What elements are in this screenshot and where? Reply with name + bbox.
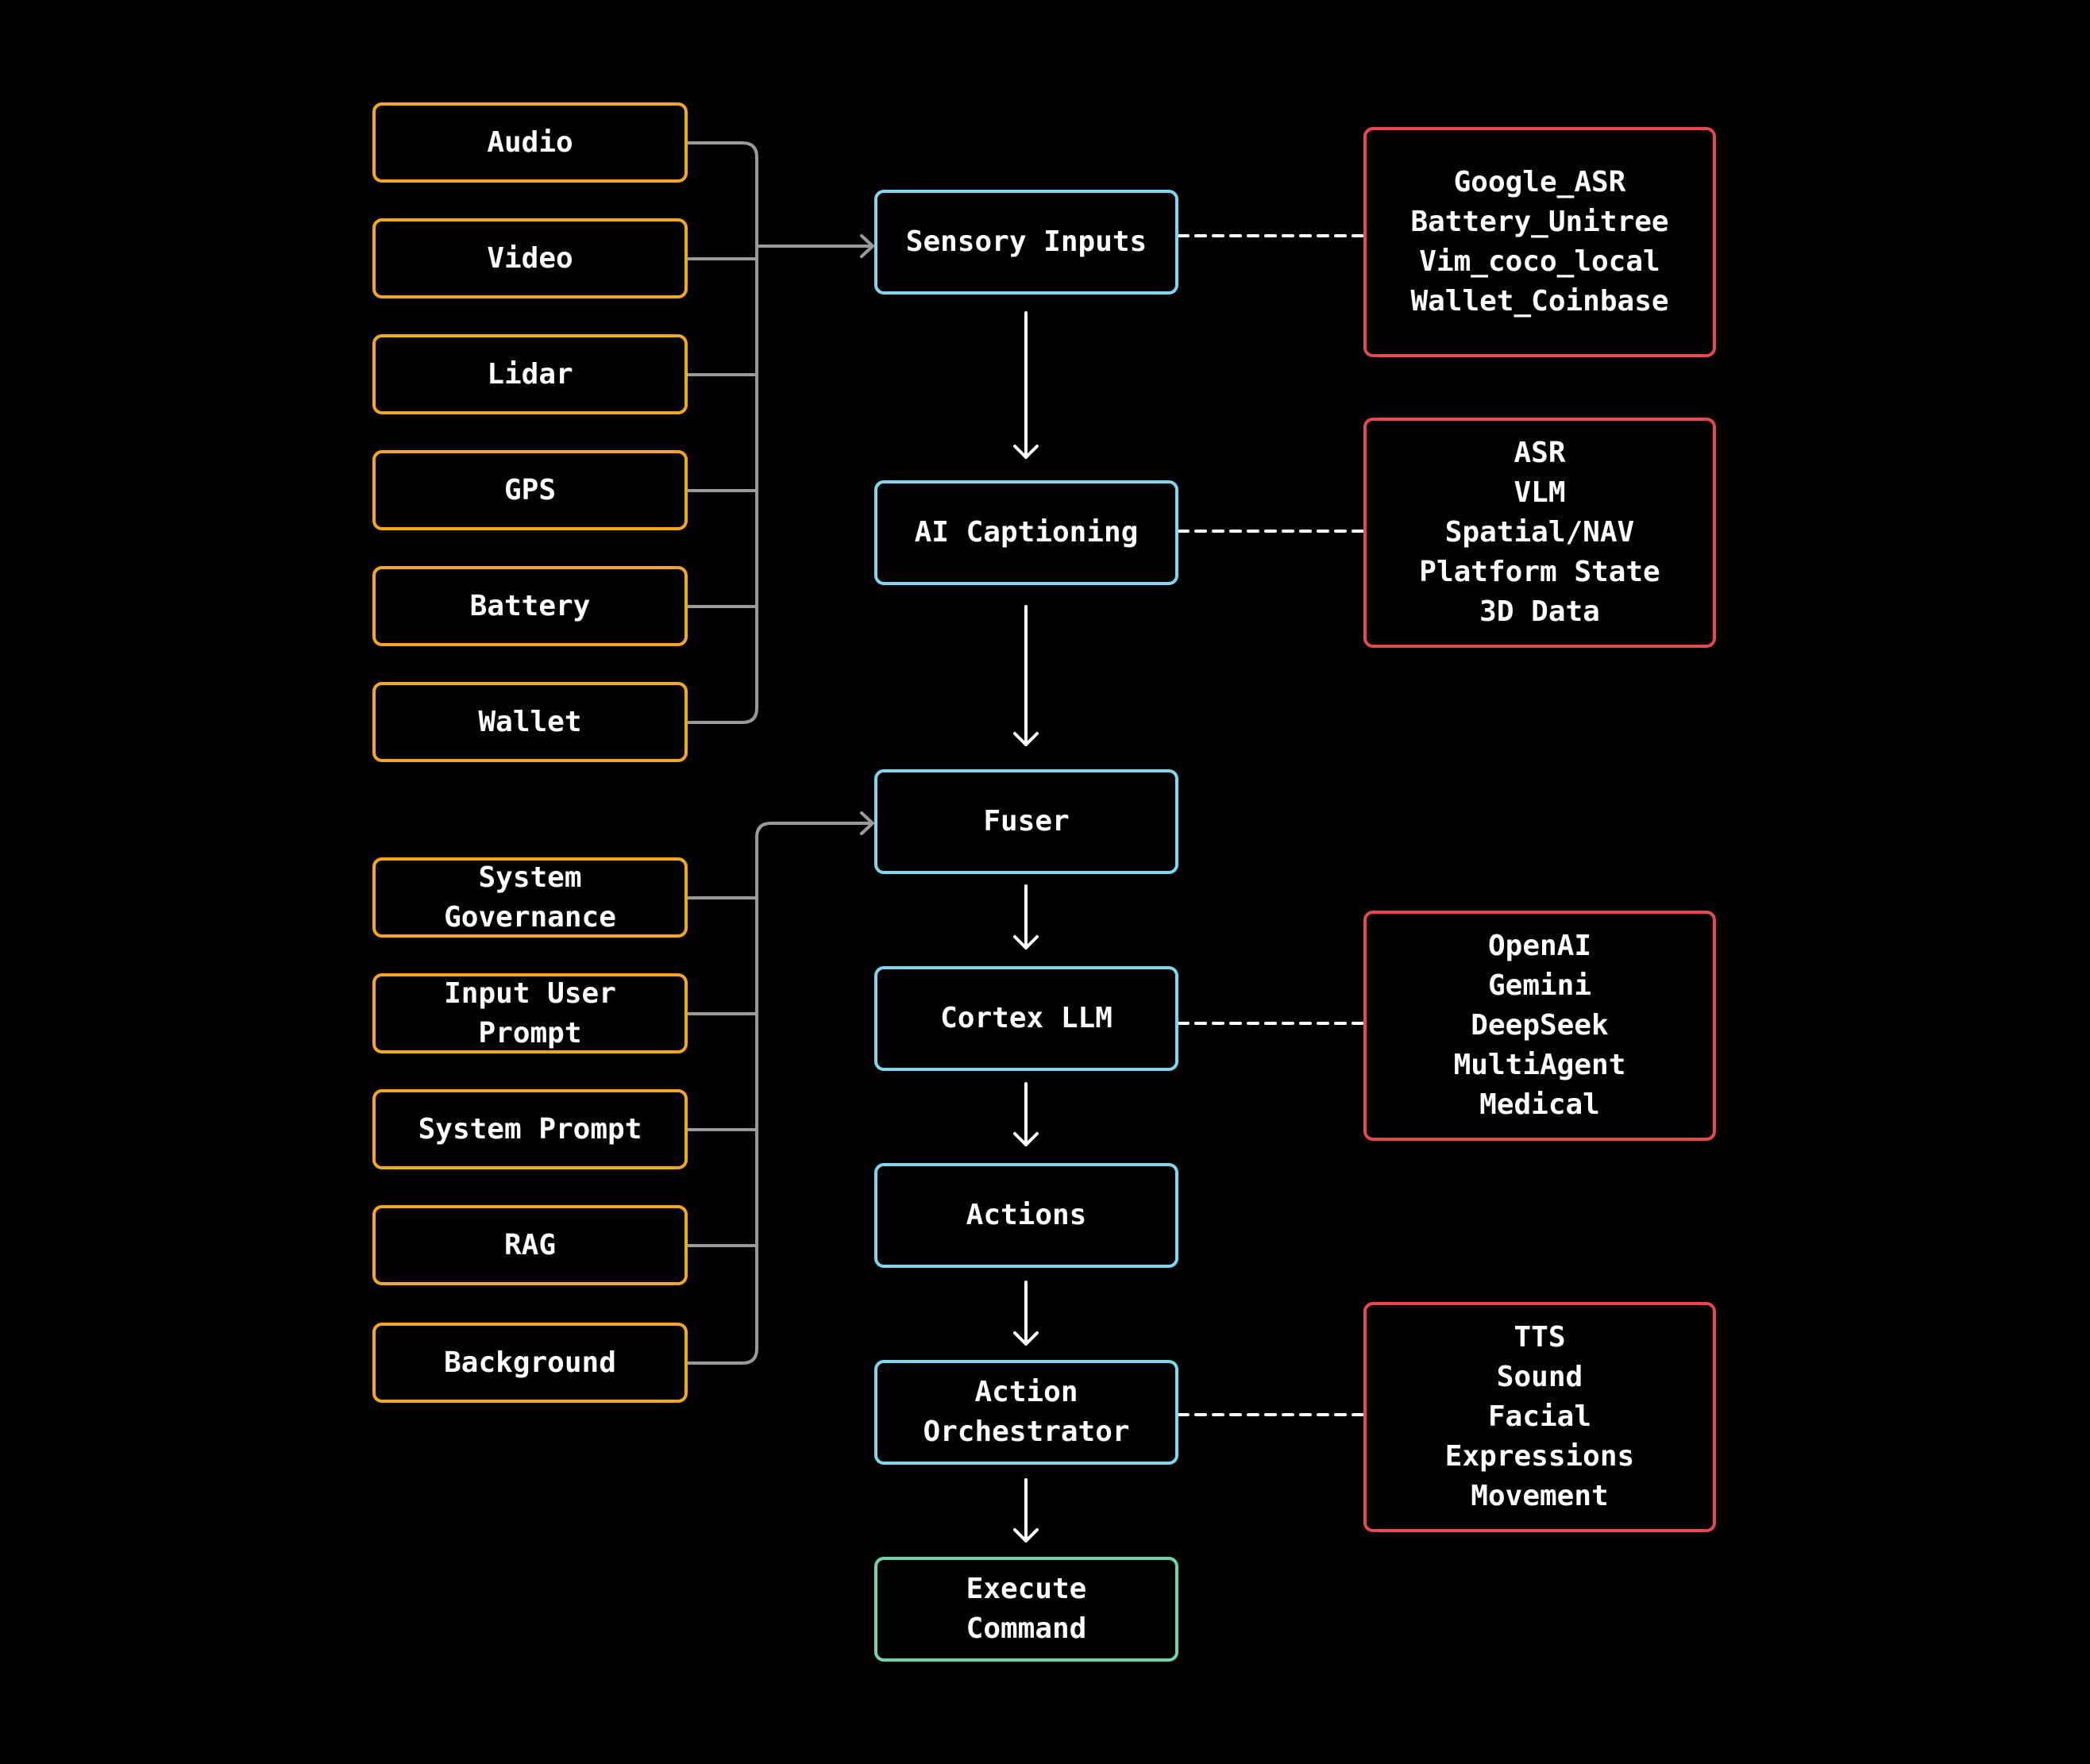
arrow-sensory-to-captioning (1013, 311, 1039, 459)
node-fuser: Fuser (874, 769, 1178, 874)
details-action-orchestrator: TTS Sound Facial Expressions Movement (1363, 1302, 1716, 1532)
input-gps: GPS (372, 450, 688, 530)
node-sensory-inputs: Sensory Inputs (874, 190, 1178, 295)
input-system-governance: System Governance (372, 857, 688, 938)
input-rag: RAG (372, 1205, 688, 1285)
input-battery: Battery (372, 566, 688, 646)
input-user-prompt: Input User Prompt (372, 973, 688, 1053)
node-ai-captioning: AI Captioning (874, 480, 1178, 585)
details-sensory-inputs: Google_ASR Battery_Unitree Vim_coco_loca… (1363, 127, 1716, 357)
input-audio: Audio (372, 102, 688, 183)
node-action-orchestrator: Action Orchestrator (874, 1360, 1178, 1465)
arrow-fuser-to-cortex (1013, 884, 1039, 949)
node-actions: Actions (874, 1163, 1178, 1268)
input-lidar: Lidar (372, 334, 688, 414)
details-cortex-llm: OpenAI Gemini DeepSeek MultiAgent Medica… (1363, 911, 1716, 1141)
bus-arrowhead-sensory (860, 234, 874, 258)
context-bus-lines (686, 811, 874, 1365)
input-background: Background (372, 1323, 688, 1403)
input-wallet: Wallet (372, 682, 688, 762)
node-execute-command: Execute Command (874, 1557, 1178, 1662)
detail-links (1177, 234, 1365, 1416)
sensor-bus-lines (686, 141, 874, 724)
input-video: Video (372, 218, 688, 298)
arrow-orchestrator-to-execute (1013, 1478, 1039, 1543)
bus-line-audio (686, 141, 758, 724)
arrow-cortex-to-actions (1013, 1082, 1039, 1146)
bus-line-fuser (686, 822, 873, 1365)
details-ai-captioning: ASR VLM Spatial/NAV Platform State 3D Da… (1363, 418, 1716, 648)
pipeline-arrows (1013, 311, 1039, 1543)
arrow-captioning-to-fuser (1013, 605, 1039, 746)
node-cortex-llm: Cortex LLM (874, 966, 1178, 1071)
bus-arrowhead-fuser (860, 811, 874, 835)
arrow-actions-to-orchestrator (1013, 1281, 1039, 1346)
input-system-prompt: System Prompt (372, 1089, 688, 1169)
